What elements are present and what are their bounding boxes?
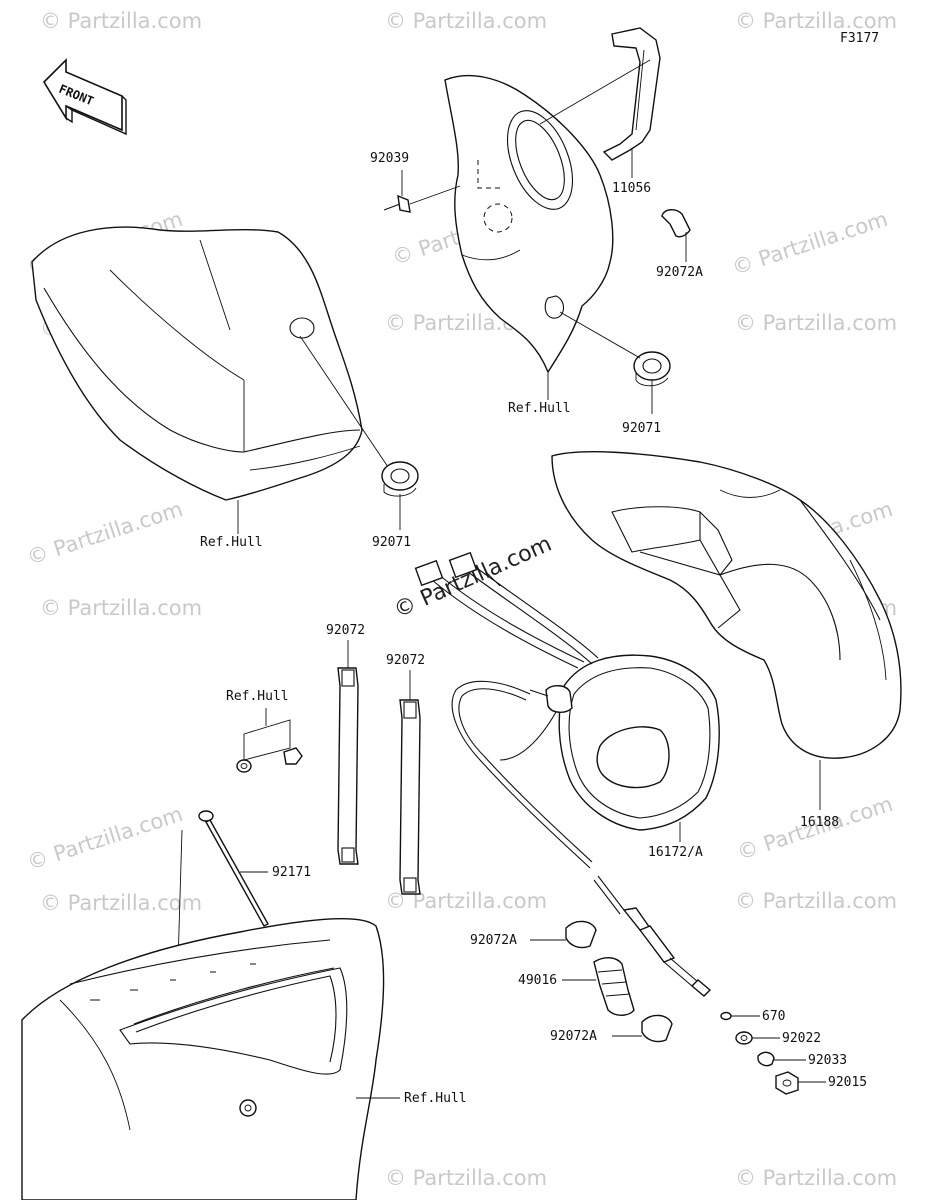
hull-left bbox=[31, 226, 391, 534]
label-92072A-mid: 92072A bbox=[470, 933, 517, 948]
label-16188: 16188 bbox=[800, 815, 839, 830]
label-11056: 11056 bbox=[612, 181, 651, 196]
bracket-11056 bbox=[539, 27, 661, 178]
watermark: © Partzilla.com bbox=[40, 596, 202, 620]
watermark: © Partzilla.com bbox=[40, 891, 202, 915]
grommet-92071-left bbox=[381, 461, 419, 530]
watermark: © Partzilla.com bbox=[24, 802, 186, 875]
label-ref-hull-mid: Ref.Hull bbox=[226, 689, 289, 704]
watermark: © Partzilla.com bbox=[735, 889, 897, 913]
boot-49016 bbox=[562, 957, 635, 1016]
clip-92072A-low bbox=[612, 1014, 673, 1043]
label-92072A-top: 92072A bbox=[656, 265, 703, 280]
label-92071-top: 92071 bbox=[622, 421, 661, 436]
washer-92022 bbox=[735, 1031, 780, 1045]
lockwasher-92033 bbox=[757, 1051, 806, 1067]
hull-panel-upper bbox=[444, 74, 614, 374]
watermark: © Partzilla.com bbox=[24, 497, 186, 570]
watermark: © Partzilla.com bbox=[385, 9, 547, 33]
strap-92072-b bbox=[399, 670, 421, 895]
watermark: © Partzilla.com bbox=[40, 9, 202, 33]
watermark: © Partzilla.com bbox=[735, 1166, 897, 1190]
label-16172A: 16172/A bbox=[648, 845, 703, 860]
cover-16188 bbox=[551, 451, 902, 810]
control-cable bbox=[451, 680, 712, 997]
oring-670 bbox=[720, 1011, 760, 1021]
watermark: © Partzilla.com bbox=[735, 9, 897, 33]
figure-code: F3177 bbox=[840, 31, 879, 46]
clip-92072A-top bbox=[661, 209, 691, 262]
pin-92039 bbox=[383, 170, 461, 213]
connector-cables bbox=[414, 551, 599, 669]
nut-92015 bbox=[775, 1071, 826, 1095]
label-92039: 92039 bbox=[370, 151, 409, 166]
label-92072A-low: 92072A bbox=[550, 1029, 597, 1044]
label-ref-hull-left: Ref.Hull bbox=[200, 535, 263, 550]
strap-92072-a bbox=[337, 640, 359, 865]
watermark: © Partzilla.com bbox=[729, 207, 891, 280]
hull-bolt-detail bbox=[236, 708, 303, 773]
label-92015: 92015 bbox=[828, 1075, 867, 1090]
label-670: 670 bbox=[762, 1009, 785, 1024]
front-arrow-icon: FRONT bbox=[42, 58, 127, 136]
label-ref-hull-top: Ref.Hull bbox=[508, 401, 571, 416]
watermark: © Partzilla.com bbox=[735, 311, 897, 335]
watermark: © Partzilla.com bbox=[385, 1166, 547, 1190]
label-92022: 92022 bbox=[782, 1031, 821, 1046]
hull-bottom bbox=[21, 917, 400, 1200]
label-ref-hull-bottom: Ref.Hull bbox=[404, 1091, 467, 1106]
label-49016: 49016 bbox=[518, 973, 557, 988]
label-92171: 92171 bbox=[272, 865, 311, 880]
clip-92072A-mid bbox=[530, 920, 597, 949]
label-92072-b: 92072 bbox=[386, 653, 425, 668]
label-92071-left: 92071 bbox=[372, 535, 411, 550]
label-92033: 92033 bbox=[808, 1053, 847, 1068]
control-box-16172A bbox=[499, 654, 720, 842]
label-92072-a: 92072 bbox=[326, 623, 365, 638]
grommet-92071-top bbox=[547, 311, 671, 414]
